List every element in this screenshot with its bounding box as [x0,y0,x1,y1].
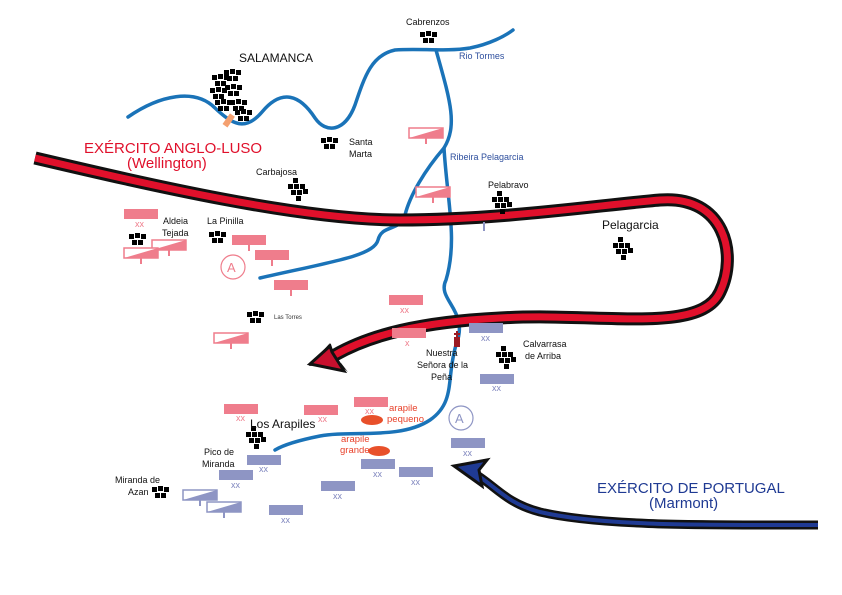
svg-text:Calvarrasa: Calvarrasa [523,339,567,349]
labels: SALAMANCA Cabrenzos Santa Marta Carbajos… [84,17,785,512]
brit-division: xx [354,397,388,416]
svg-text:Tejada: Tejada [162,228,189,238]
brit-cavalry [408,127,444,144]
svg-text:xx: xx [135,219,145,229]
brit-brigade: x [392,328,426,348]
brit-division: xx [304,405,338,424]
fr-artillery-icon [448,405,474,431]
svg-text:xx: xx [236,413,246,423]
fr-division: xx [469,323,503,343]
svg-text:Miranda de: Miranda de [115,475,160,485]
fr-cavalry [182,489,218,506]
hill-label: grande [340,445,370,456]
hill-label: arapile [389,403,418,414]
town-santa-marta-icon [321,137,338,149]
svg-text:(Marmont): (Marmont) [649,495,718,512]
fr-division: xx [247,455,281,474]
svg-text:xx: xx [365,406,375,416]
army-label-portugal: EXÉRCITO DE PORTUGAL [597,480,785,497]
brit-unit [274,280,308,290]
army-label-anglo-luso: EXÉRCITO ANGLO-LUSO [84,140,262,157]
river-label: Rio Tormes [459,51,505,61]
svg-text:La Pinilla: La Pinilla [207,216,244,226]
fr-division: xx [219,470,253,490]
rivers [126,28,515,452]
svg-text:(Wellington): (Wellington) [127,155,207,172]
svg-text:de Arriba: de Arriba [525,351,561,361]
town-calvarrasa-icon [496,346,516,369]
svg-text:Marta: Marta [349,149,372,159]
svg-text:Pelagarcia: Pelagarcia [602,218,659,232]
brit-artillery-icon [220,254,246,280]
svg-text:Aldeia: Aldeia [163,216,188,226]
svg-text:Las Torres: Las Torres [274,315,302,321]
svg-text:xx: xx [411,477,421,487]
svg-text:A: A [455,411,464,426]
anglo-luso-arrow [33,151,734,374]
svg-text:Nuestra: Nuestra [426,348,458,358]
fr-division: xx [451,438,485,458]
svg-text:xx: xx [231,480,241,490]
svg-text:Peña: Peña [431,372,452,382]
town-carbajosa-icon [288,178,308,201]
brit-cavalry [213,332,249,349]
hill-label: pequeno [387,414,424,425]
brit-division: xx [389,295,423,315]
fr-division: xx [361,459,395,479]
town-la-pinilla-icon [209,231,226,243]
fr-division: xx [480,374,514,393]
svg-text:Carbajosa: Carbajosa [256,167,297,177]
svg-text:Señora de la: Señora de la [417,360,468,370]
brit-division: xx [224,404,258,423]
brit-cavalry [151,239,187,256]
hill-label: arapile [341,434,370,445]
chapel-icon [454,331,460,347]
french-units: xx xx xx xx xx xx xx xx xx A [182,323,514,525]
brit-unit [255,250,289,260]
svg-text:xx: xx [400,305,410,315]
town-cabrenzos-icon [420,31,437,43]
fr-division: xx [321,481,355,501]
river-tormes [126,28,515,130]
svg-text:xx: xx [481,333,491,343]
svg-text:Cabrenzos: Cabrenzos [406,17,450,27]
svg-text:xx: xx [333,491,343,501]
brit-division: xx [124,209,158,229]
fr-division: xx [399,467,433,487]
svg-text:Santa: Santa [349,137,373,147]
svg-text:xx: xx [373,469,383,479]
river-ribeira-pelagarcia [258,146,446,280]
town-aldeia-tejada-icon [129,233,146,245]
svg-text:x: x [405,338,410,348]
river-label: Ribeira Pelagarcia [450,152,524,162]
svg-text:Pelabravo: Pelabravo [488,180,529,190]
svg-text:xx: xx [463,448,473,458]
brit-cavalry [123,247,159,264]
fr-division: xx [269,505,303,525]
hill-arapile-grande [368,446,390,456]
brit-unit [232,235,266,245]
hill-arapile-pequeno [361,415,383,425]
svg-text:Los Arapiles: Los Arapiles [250,417,315,431]
svg-text:xx: xx [259,464,269,474]
svg-text:xx: xx [318,414,328,424]
svg-text:A: A [227,260,236,275]
svg-text:xx: xx [281,515,291,525]
town-las-torres-icon [247,311,264,323]
fr-cavalry [206,501,242,518]
brit-cavalry [415,186,451,203]
svg-text:Miranda: Miranda [202,459,235,469]
bridge-icon [222,113,235,128]
svg-text:Pico de: Pico de [204,447,234,457]
town-miranda-de-azan-icon [152,486,169,498]
city-label: SALAMANCA [239,51,313,65]
svg-text:xx: xx [492,383,502,393]
anglo-luso-units: xx xx x xx xx xx A [123,127,485,424]
portugal-arrow [450,457,819,530]
towns [129,31,633,498]
town-pelagarcia-icon [613,237,633,260]
svg-text:Azan: Azan [128,487,149,497]
town-salamanca-icon [210,69,252,121]
